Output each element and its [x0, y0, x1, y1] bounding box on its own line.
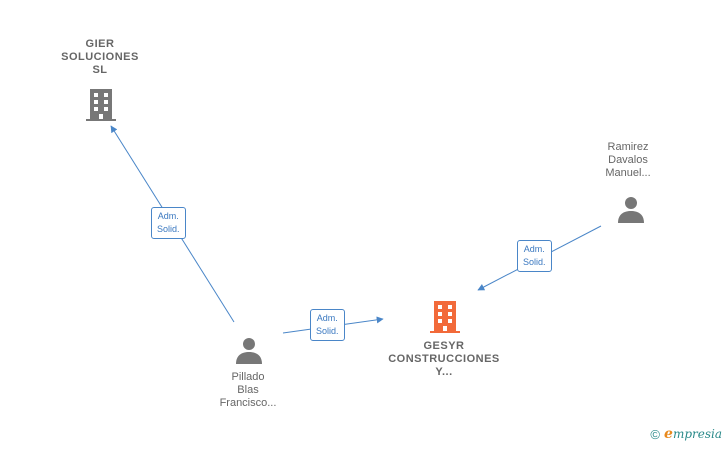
building-icon[interactable] [86, 87, 116, 121]
footer-brand: © empresia [650, 426, 722, 442]
edge-label-pillado-gesyr: Adm. Solid. [310, 309, 345, 341]
edge-label-pillado-gier: Adm. Solid. [151, 207, 186, 239]
node-label-pillado: Pillado Blas Francisco... [219, 371, 277, 409]
node-label-gier: GIER SOLUCIONES SL [61, 38, 139, 76]
building-icon-highlight[interactable] [430, 299, 460, 333]
node-label-ramirez: Ramirez Davalos Manuel... [605, 141, 651, 179]
brand-logo: empresia [664, 426, 722, 442]
person-icon[interactable] [617, 195, 645, 223]
person-icon[interactable] [235, 336, 263, 364]
edge-label-ramirez-gesyr: Adm. Solid. [517, 240, 552, 272]
node-label-gesyr: GESYR CONSTRUCCIONES Y... [388, 340, 500, 378]
copyright-symbol: © [650, 426, 661, 442]
